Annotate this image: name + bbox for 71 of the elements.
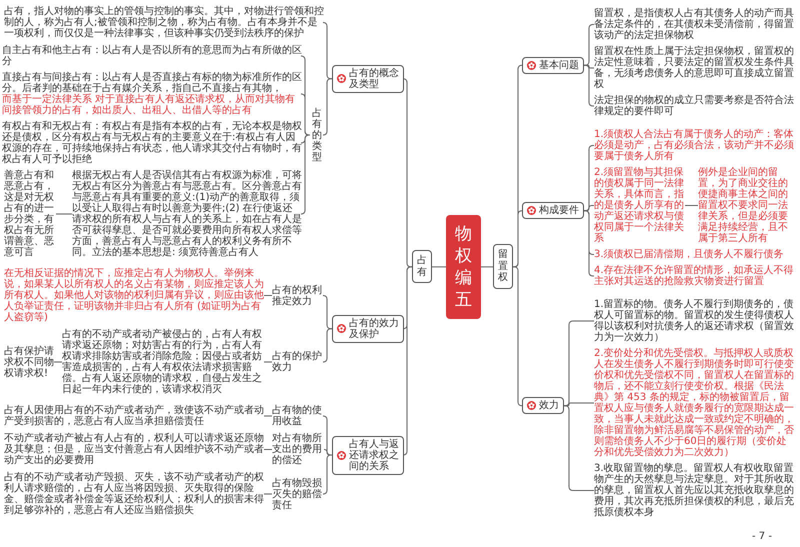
connector-line <box>512 210 522 268</box>
connector-line <box>322 22 332 80</box>
branch-label: 占有人与返还请求权之间的关系 <box>349 438 399 472</box>
branch-label: 效力 <box>539 400 559 412</box>
note-text: 直接占有与间接占有：以占有人是否直接占有标的物为标准所作的区分。后者判的基础在于占有媒介关系，指自己不直接占有其物， <box>2 72 302 94</box>
note-text: 1.留置标的物。债务人不履行到期债务的，债权人可留置标的物。留置权的发生使得债权人得以该权利对抗债务人的返还请求权（留置效力为一次效力） <box>594 299 795 343</box>
connector-line <box>322 328 332 362</box>
note-text: 占有的不动产或者动产被侵占的，占有人有权请求返还原物；对妨害占有的行为，占有人有权请求排除妨害或者消除危险；因侵占或者妨害造成损害的，占有人有权依法请求损害赔偿。占有人返还原物的请求权，自侵占发生之日起一年内未行使的，该请求权消灭 <box>62 329 264 395</box>
subtopic-label: 占有物毁损灭失的赔偿责任 <box>272 478 324 510</box>
subtopic-label: 对占有物所支出的费用的偿还 <box>272 433 324 466</box>
subtopic-label: 占有物的使用收益 <box>272 405 324 427</box>
connector-line <box>264 295 272 296</box>
note-text: 而基于一定法律关系 对于直接占有人有返还请求权，从而对其物有间接管领力的占有，如出质人、出租人、出借人等的占有 <box>2 94 296 116</box>
connector-line <box>402 266 412 456</box>
note-text: 留置权，是指债权人占有其债务人的动产而具备法定条件的，在其债权未受清偿前，得留置该动产的法定担保物权 <box>594 8 795 41</box>
connector-line <box>322 454 332 494</box>
branch-box <box>522 56 584 74</box>
branch-box <box>332 314 404 343</box>
note-text: 1.须债权人合法占有属于债务人的动产：客体必须是动产，占有必须合法，该动产并不必须要属于债务人所有 <box>594 129 795 162</box>
note-text: 有权占有和无权占有：有权占有是指有本权的占有，无论本权是物权还是债权，区分有权占有与无权占有的主要意义在于:有权占有人因权源的存在，可持续地保持占有状态，他人请求其交付占有物时，有权占有人可予以拒绝 <box>2 121 302 165</box>
connector-line <box>264 449 272 450</box>
note-text: 善意占有和恶意占有，这是对无权占有的进一步分类，有权占有无所谓善意、恶意可言 <box>4 170 56 258</box>
note-text: 法定担保的物权的成立只需要考察是否符合法律规定的要件即可 <box>594 95 795 117</box>
note-text: 3.收取留置物的孳息。留置权人有权收取留置物产生的天然孳息与法定孳息。对于其所收取的孳息，留置权人首先应以其充抵收取孳息的费用，其次再充抵所担保债权的利息，最后充抵原债权本身 <box>594 463 795 518</box>
connector-line <box>300 94 310 136</box>
branch-label: 基本问题 <box>539 60 579 71</box>
subtopic-label: 占有的保护效力 <box>272 351 324 373</box>
note-text: 2.变价处分和优先受偿权。与抵押权人或质权人在发生债务人不履行到期债务时即可行使变价权和优先受偿权不同，留置权人在留置标的物后，还不能立刻行使变价权。根据《民法典》第 453 条的规定，标的物被留置后，留置权人应与债务人就债务履行的宽限期达成一致，当事人未就此达成一致或约定不明确的，除非留置物为鲜活易腐等不易保管的动产，否则需给债务人不少于60日的履行期（变价处分和优先受偿效力为二次效力） <box>594 348 795 458</box>
connector-line <box>322 416 332 456</box>
connector-line <box>584 64 594 106</box>
branch-label: 构成要件 <box>539 205 579 216</box>
note-text: 3.须债权已届清偿期，且债务人不履行债务 <box>594 249 795 260</box>
note-text: 例外是企业间的留置，为了商业交往的便捷商事主体之间的留置权不要求同一法律关系，但是必须要满足持续经营，且不属于第三人所有 <box>698 167 795 244</box>
subtopic-label: 占有的权利推定效力 <box>272 284 324 306</box>
branch-label: 占有的概念及类型 <box>349 68 399 90</box>
connector-line <box>324 449 332 456</box>
connector-line <box>684 205 698 206</box>
note-text: 留置权在性质上属于法定担保物权，留置权的法定性意味着，只要法定的留置权发生条件具备，无须考虑债务人的意思即可直接成立留置权 <box>594 46 795 90</box>
note-text: 占有，指人对物的事实上的管领与控制的事实。其中，对物进行管领和控制的人，称为占有人;被管领和控制之物，称为占有物。占有本身并不是一项权利，而仅仅是一种法律事实，但该种事实仍受到法秩序的保护 <box>4 6 324 39</box>
connector-line <box>300 134 310 214</box>
connector-line <box>322 78 332 136</box>
connector-line <box>564 320 594 406</box>
note-text: 根据无权占有人是否误信其有占有权源为标准，可将无权占有区分为善意占有与恶意占有。区分善意占有与恶意占有具有重要的意义:(1)动产的善意取得，须以受让人取得占有时以善意为要件;(2) 在行使返还请求权的所有权人与占有人的关系上，如在占有人是否可获得孳息、是否可就必要费用向所有权人求偿等方面，善意占有人与恶意占有人的权利义务有所不同。立法的基本思想是: 须宽待善意占有人 <box>72 170 302 258</box>
branch-box <box>332 64 404 93</box>
branch-label: 占有的效力及保护 <box>349 318 399 340</box>
branch-box <box>522 397 564 414</box>
note-text: 自主占有和他主占有：以占有人是否以所有的意思而为占有所做的区分 <box>2 45 302 67</box>
note-text: 不动产或者动产被占有人占有的，权利人可以请求返还原物及其孳息；但是，应当支付善意占有人因维护该不动产或者动产支出的必要费用 <box>4 433 264 466</box>
note-text: 2.须留置物与其担保的债权属于同一法律关系，具体而言，指的是债务人所享有的动产返还请求权与债权同属于一个法律关系 <box>594 167 685 244</box>
topic-box: 留置权 <box>493 244 513 289</box>
connector-line <box>584 210 594 276</box>
connector-line <box>584 24 594 66</box>
connector-line <box>402 78 412 268</box>
branch-box <box>332 436 404 474</box>
page-number: - 7 - <box>752 531 772 542</box>
connector-line <box>432 266 446 268</box>
connector-line <box>584 145 594 212</box>
note-text: 占有保护请求权不同物权请求权! <box>4 346 54 378</box>
note-text: 占有人因使用占有的不动产或者动产，致使该不动产或者动产受到损害的，恶意占有人应当承担赔偿责任 <box>4 405 264 427</box>
central-topic-box: 物权编五 <box>446 214 481 320</box>
connector-line <box>480 266 494 268</box>
branch-box <box>522 202 584 220</box>
connector-line <box>584 205 594 212</box>
connector-line <box>322 295 332 330</box>
subtopic-label: 占有的类型 <box>310 108 324 162</box>
connector-line <box>512 266 522 406</box>
note-text: 占有的不动产或者动产毁损、灭失，该不动产或者动产的权利人请求赔偿的，占有人应当将因毁损、灭失取得的保险金、赔偿金或者补偿金等返还给权利人；权利人的损害未得到足够弥补的，恶意占有人还应当赔偿损失 <box>4 472 264 516</box>
connector-line <box>564 405 594 491</box>
topic-box: 占有 <box>412 250 432 284</box>
note-text: 在无相反证据的情况下，应推定占有人为物权人。举例来说，如果某人以所有权人的名义占有某物，则应推定该人为所有权人。如果他人对该物的权利归属有异议，则应由该他人负举证责任，证明该物并非归占有人所有 (如证明为占有人盗窃等) <box>4 268 264 323</box>
note-text: 4.存在法律不允许留置的情形，如承运人不得主张对其运送的抢险救灾物资进行留置 <box>594 265 795 287</box>
